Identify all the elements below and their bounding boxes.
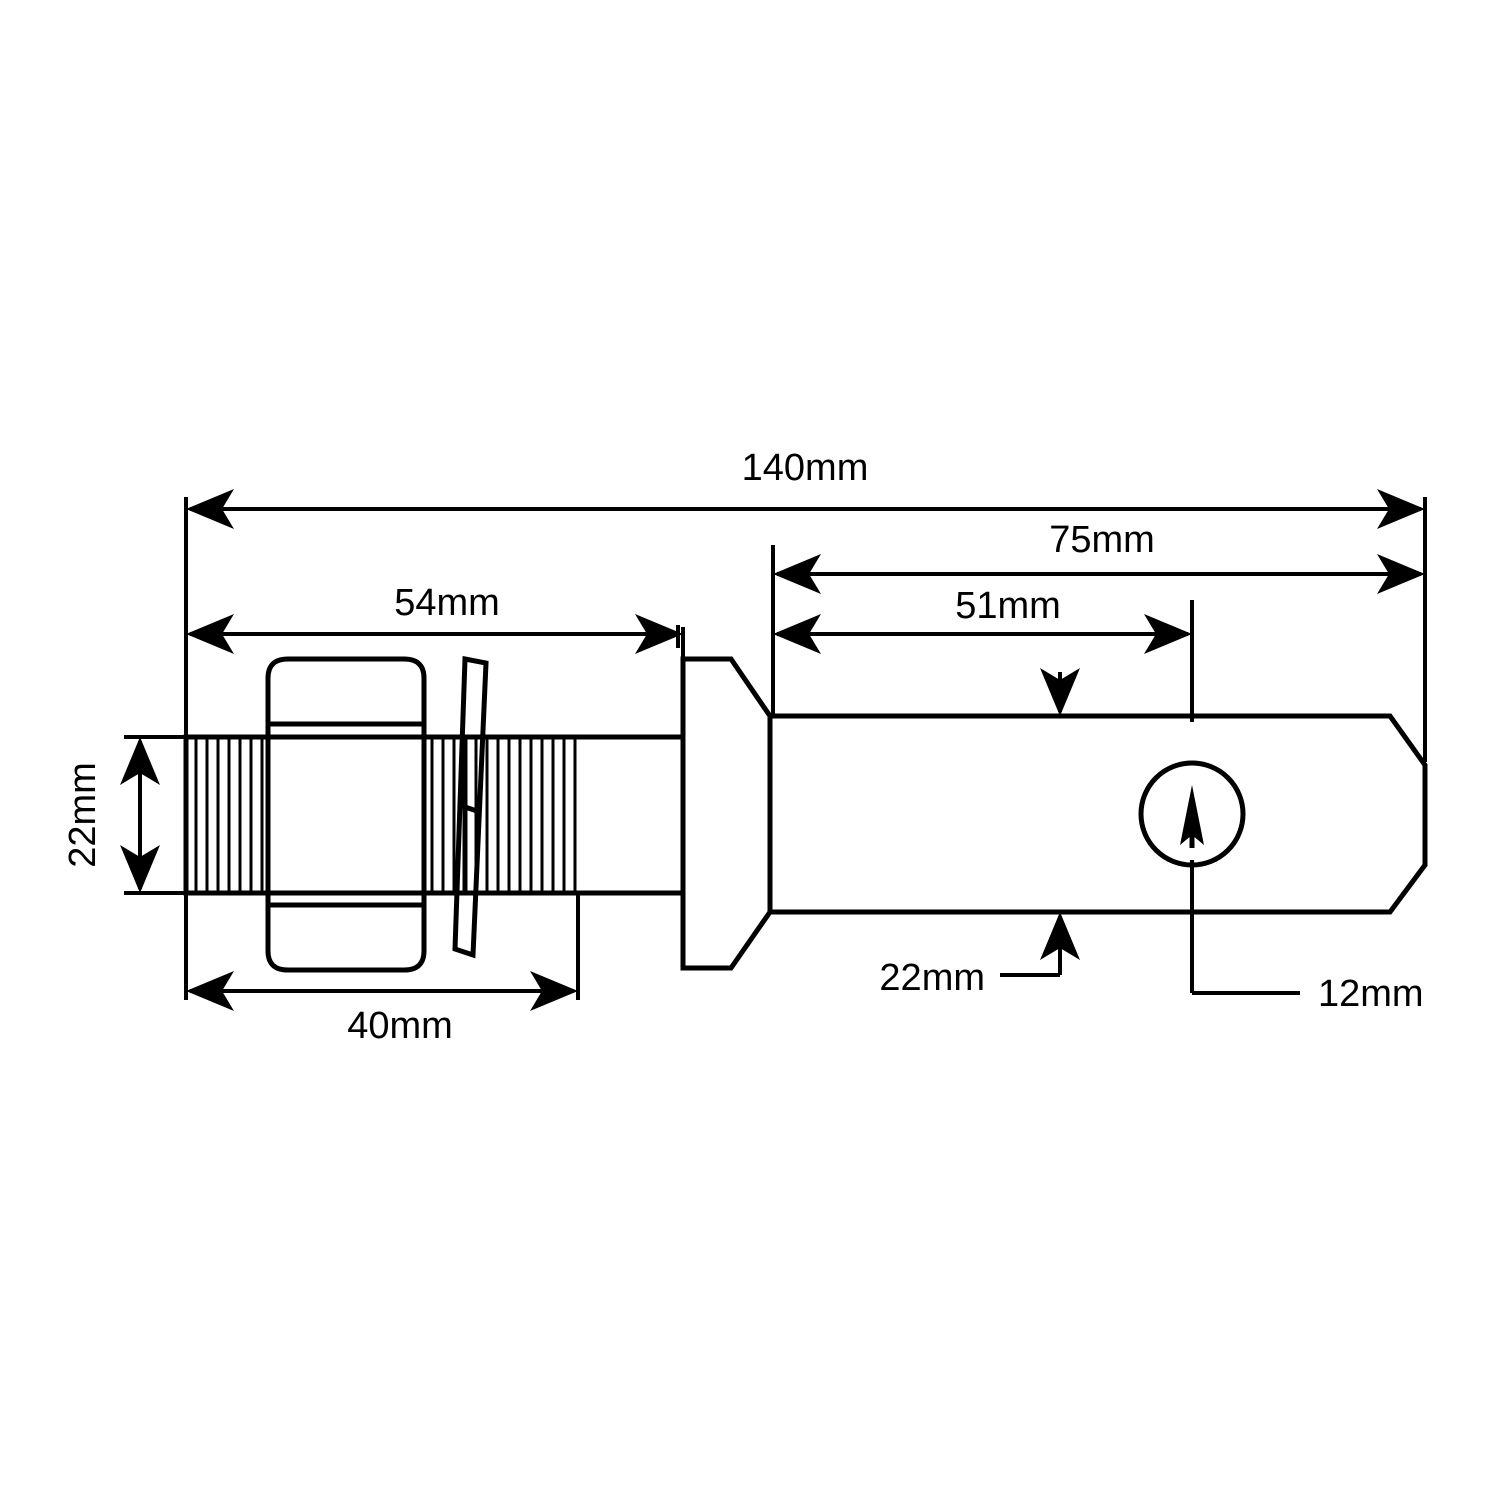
thread-hatching-left [194,737,264,893]
label-12mm: 12mm [1318,973,1424,1015]
dimension-labels: 140mm 54mm 75mm 51mm 22mm 40mm 22mm 12mm [62,447,1424,1047]
label-51mm: 51mm [955,585,1061,627]
dimension-lines [120,489,1427,1011]
hex-nut-outline [265,656,427,973]
label-54mm: 54mm [394,582,500,624]
label-140mm: 140mm [742,447,869,489]
label-22mm-pin: 22mm [879,957,985,999]
label-22mm-thread: 22mm [62,762,104,868]
part-outline [183,655,1428,973]
hole-arrow-marker [1180,785,1204,845]
label-75mm: 75mm [1049,519,1155,561]
pin-body [767,713,1428,915]
label-40mm: 40mm [347,1005,453,1047]
thread-hatching-right [430,737,577,893]
cotter-pin-split [461,803,481,815]
cotter-pin [452,655,489,959]
collar-flange [680,656,773,971]
